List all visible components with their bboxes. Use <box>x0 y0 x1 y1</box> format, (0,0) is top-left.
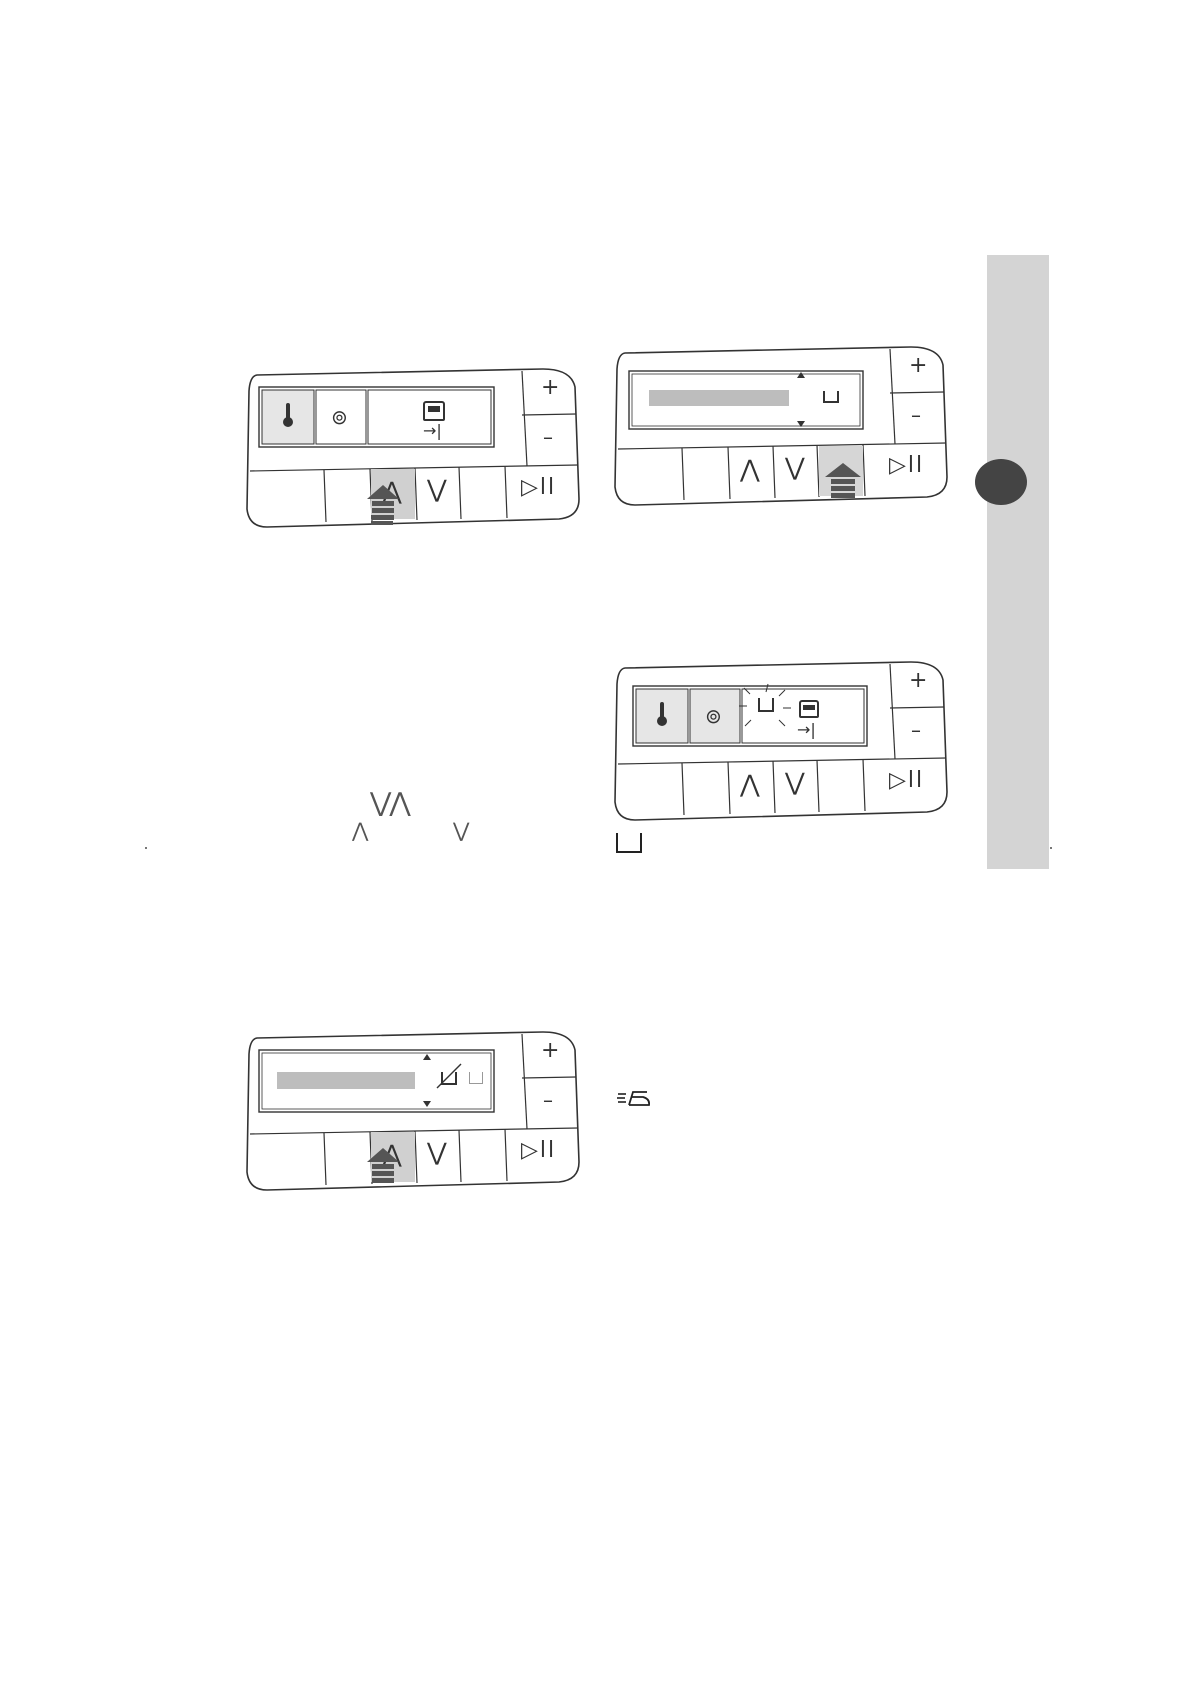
margin-dot <box>145 847 147 849</box>
up-arrow-icon: ⋀ <box>352 818 369 842</box>
prewash-icon <box>469 1072 483 1084</box>
easy-iron-icon <box>617 1088 651 1112</box>
minus-button[interactable]: – <box>543 1088 553 1112</box>
down-button[interactable]: ⋁ <box>785 453 805 481</box>
minus-button[interactable]: – <box>911 403 921 427</box>
prewash-icon <box>823 391 839 403</box>
minus-button[interactable]: – <box>543 425 553 449</box>
control-panel-3: ⊚ →| + – ⋀ ⋁ ▷ll <box>613 660 953 828</box>
down-button[interactable]: ⋁ <box>785 768 805 796</box>
press-arrow-icon <box>367 485 399 520</box>
start-pause-button[interactable]: ▷ll <box>521 475 557 500</box>
prewash-icon <box>616 833 642 853</box>
spin-icon: ⊚ <box>705 704 722 728</box>
prewash-icon <box>758 698 774 712</box>
plus-button[interactable]: + <box>909 668 928 693</box>
thermometer-icon <box>283 403 293 427</box>
control-panel-2: + – ⋀ ⋁ ▷ll <box>613 345 953 513</box>
press-arrow-icon <box>825 463 861 498</box>
plus-button[interactable]: + <box>909 353 928 378</box>
start-pause-button[interactable]: ▷ll <box>889 453 925 478</box>
minus-button[interactable]: – <box>911 718 921 742</box>
down-button[interactable]: ⋁ <box>427 475 447 503</box>
control-panel-4: + – ⋀ ⋁ ▷ll <box>245 1030 585 1198</box>
chapter-tab-strip <box>987 255 1049 869</box>
shirt-icon <box>423 401 445 421</box>
thermometer-icon <box>657 702 667 726</box>
up-button[interactable]: ⋀ <box>740 770 760 798</box>
down-up-arrows-icon: ⋁⋀ <box>370 788 411 818</box>
plus-button[interactable]: + <box>541 1038 560 1063</box>
control-panel-1: ⊚ →| + – ⋀ ⋁ ▷ll <box>245 367 585 535</box>
plus-button[interactable]: + <box>541 375 560 400</box>
down-arrow-icon: ⋁ <box>453 818 470 842</box>
start-pause-button[interactable]: ▷ll <box>521 1138 557 1163</box>
margin-dot <box>1050 847 1052 849</box>
prewash-icon <box>441 1072 457 1085</box>
down-button[interactable]: ⋁ <box>427 1138 447 1166</box>
spin-icon: ⊚ <box>331 405 348 429</box>
shirt-icon <box>799 700 819 718</box>
end-time-icon: →| <box>423 421 442 440</box>
start-pause-button[interactable]: ▷ll <box>889 768 925 793</box>
press-arrow-icon <box>367 1148 399 1183</box>
up-button[interactable]: ⋀ <box>740 455 760 483</box>
end-time-icon: →| <box>797 720 816 739</box>
chapter-marker <box>975 459 1027 505</box>
